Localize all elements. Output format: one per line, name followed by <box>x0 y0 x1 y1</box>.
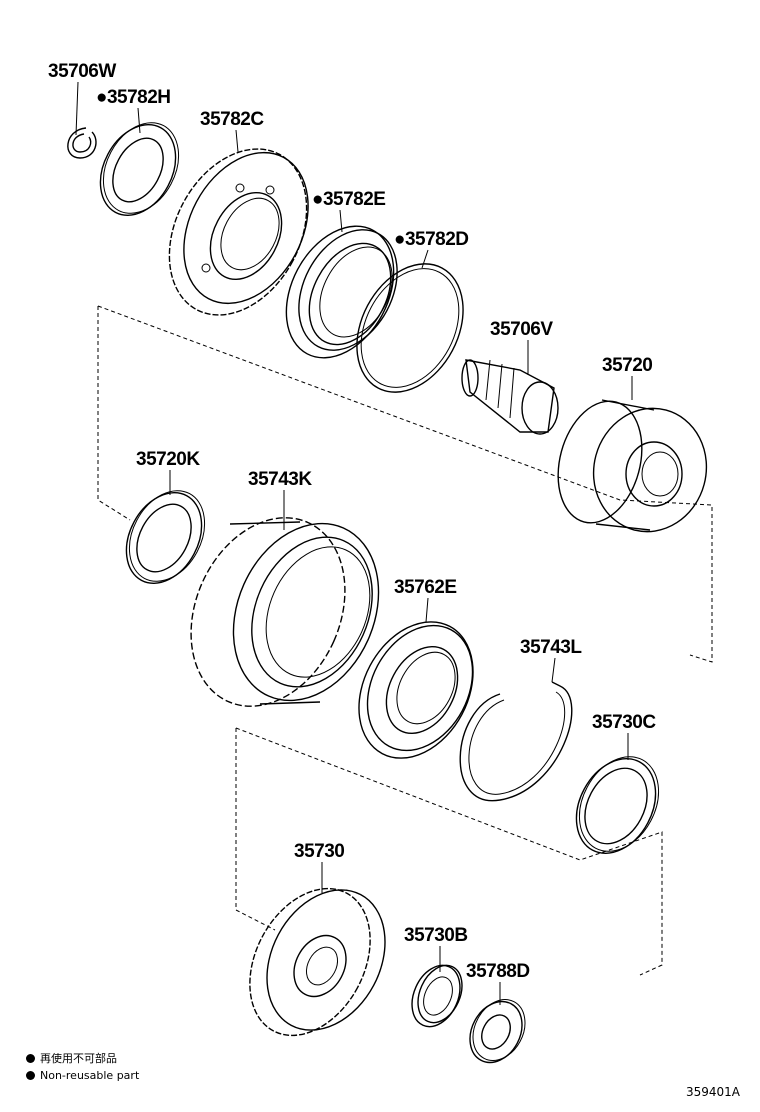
bearing-35730B <box>411 964 463 1028</box>
label-35706V: 35706V <box>490 319 553 340</box>
carrier-35720 <box>557 399 708 533</box>
label-35730: 35730 <box>294 841 345 862</box>
snap-ring-35782D <box>356 263 464 393</box>
snap-ring-35706W <box>67 127 97 159</box>
label-35730B: 35730B <box>404 925 468 946</box>
label-35762E: 35762E <box>394 577 457 598</box>
leader-35782C <box>235 129 239 153</box>
thrust-washer-35788D <box>469 999 526 1064</box>
label-35720K: 35720K <box>136 449 200 470</box>
bearing-35782E <box>285 225 398 359</box>
thrust-washer-35782H <box>99 122 180 216</box>
gear-35730 <box>249 887 386 1037</box>
label-35782D: ●35782D <box>394 229 469 250</box>
assembly-dashed-line-lower <box>235 728 276 931</box>
label-35743L: 35743L <box>520 637 582 658</box>
label-35720: 35720 <box>602 355 653 376</box>
figure-number: 359401A <box>686 1085 741 1099</box>
leader-35743L <box>551 657 556 683</box>
leader-35762E <box>425 597 429 623</box>
label-35782H: ●35782H <box>96 87 171 108</box>
legend-bullet-icon <box>26 1071 35 1080</box>
label-35743K: 35743K <box>248 469 312 490</box>
legend-japanese-text: 再使用不可部品 <box>40 1052 117 1065</box>
thrust-washer-35730C <box>575 756 660 854</box>
bearing-35762E <box>358 621 474 759</box>
label-35788D: 35788D <box>466 961 530 982</box>
legend-english: Non-reusable part <box>26 1070 139 1081</box>
label-35782C: 35782C <box>200 109 264 130</box>
snap-ring-35743L <box>459 681 573 802</box>
label-35782E: ●35782E <box>312 189 386 210</box>
label-35706W: 35706W <box>48 61 116 82</box>
leader-35782H <box>137 107 141 134</box>
label-35730C: 35730C <box>592 712 656 733</box>
drum-35743K <box>190 517 380 707</box>
shaft-35706V <box>461 359 559 435</box>
legend-english-text: Non-reusable part <box>40 1069 140 1082</box>
assembly-dashed-line-upper <box>97 306 131 521</box>
legend-japanese: 再使用不可部品 <box>26 1053 117 1064</box>
legend-bullet-icon <box>26 1054 35 1063</box>
gear-35782C <box>168 148 309 316</box>
leader-35782D <box>421 249 429 269</box>
assembly-dashed-line-upper-diagonal <box>97 305 713 663</box>
leader-35706W <box>75 81 79 136</box>
thrust-washer-35720K <box>125 490 206 584</box>
assembly-dashed-line-lower-diagonal <box>235 727 663 976</box>
